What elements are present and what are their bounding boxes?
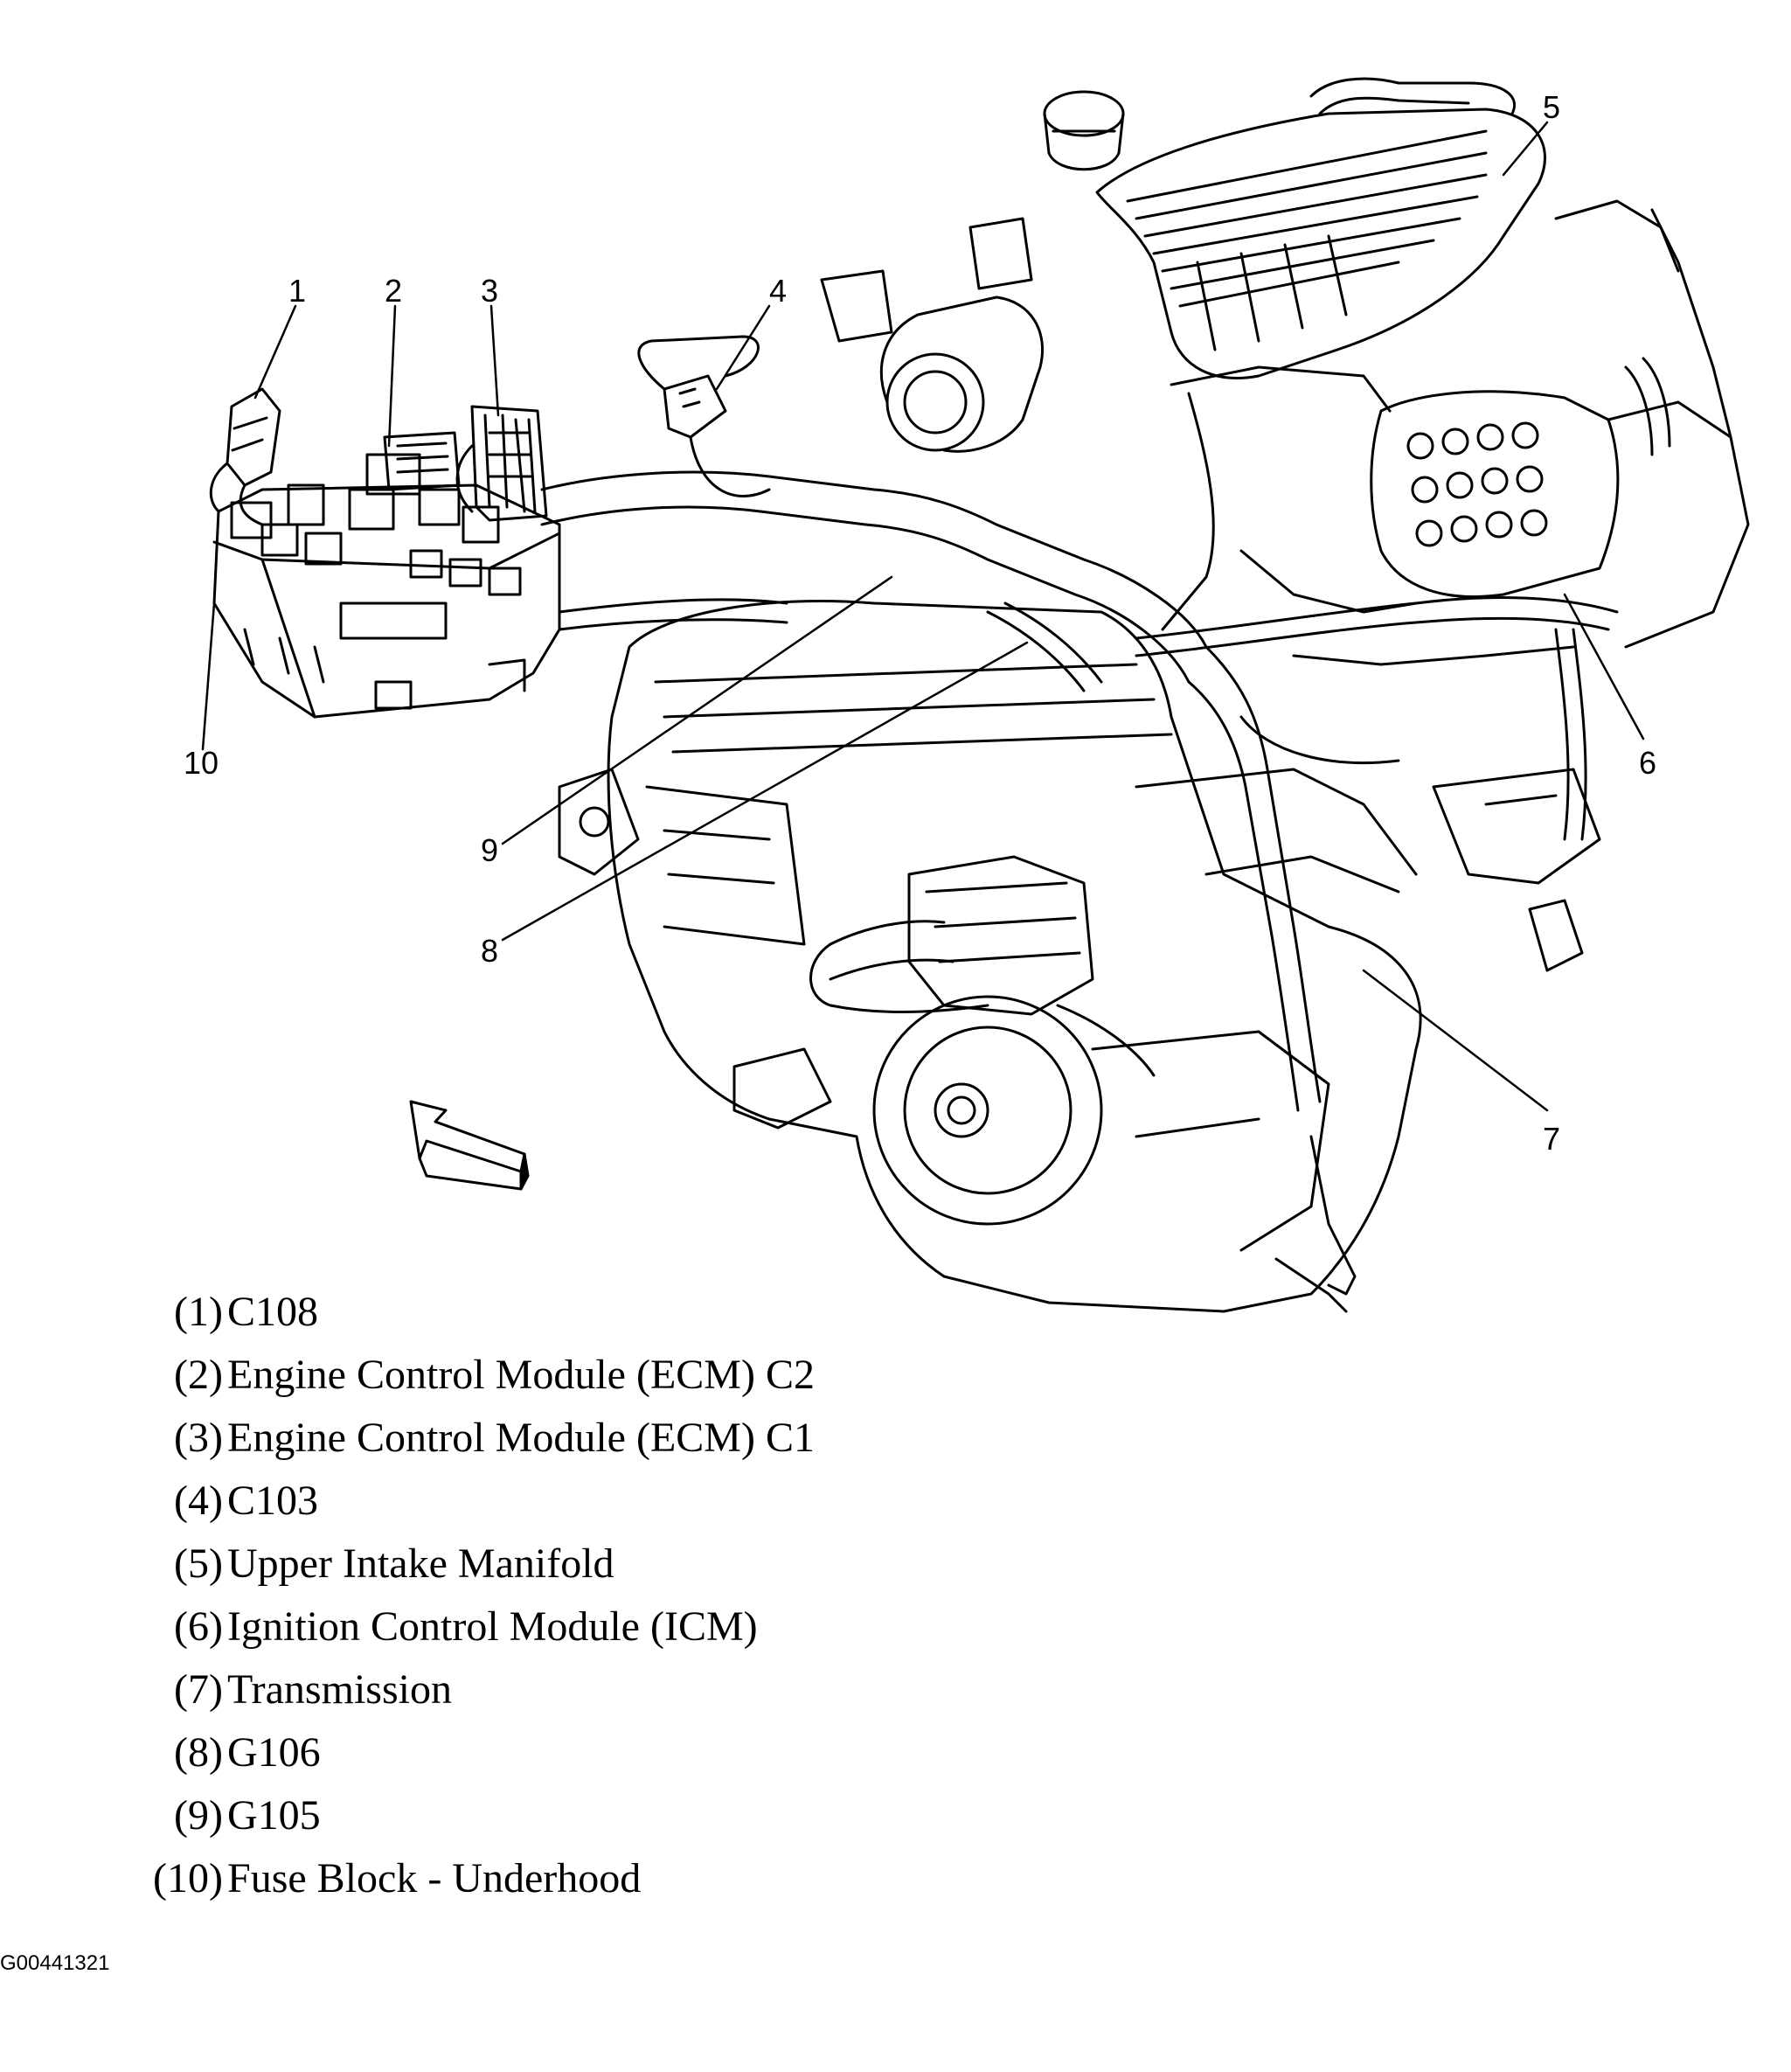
callout-9: 9: [481, 832, 498, 868]
legend-label: Fuse Block - Underhood: [227, 1855, 642, 1902]
figure-id: G00441321: [0, 1951, 110, 1975]
legend-item: (6)Ignition Control Module (ICM): [135, 1596, 815, 1658]
callout-10: 10: [184, 745, 219, 781]
legend-label: C103: [227, 1478, 319, 1524]
legend-number: (9): [174, 1792, 223, 1839]
legend-label: C108: [227, 1289, 319, 1335]
callout-8: 8: [481, 933, 498, 969]
legend-item: (10)Fuse Block - Underhood: [135, 1847, 815, 1910]
engine-assembly: [558, 77, 1750, 1313]
legend-label: Engine Control Module (ECM) C2: [227, 1352, 815, 1398]
legend-label: Engine Control Module (ECM) C1: [227, 1415, 815, 1461]
ecm-connector-c1: [455, 405, 548, 522]
legend-label: Ignition Control Module (ICM): [227, 1603, 758, 1650]
callout-3: 3: [481, 273, 498, 309]
legend-number: (4): [174, 1478, 223, 1524]
direction-arrow: [409, 1100, 530, 1191]
legend-number: (1): [174, 1289, 223, 1335]
legend-number: (8): [174, 1729, 223, 1776]
fuse-block-underhood: [212, 431, 561, 719]
legend-number: (6): [174, 1603, 223, 1650]
legend-item: (7)Transmission: [135, 1658, 815, 1721]
legend-list: (1)C108 (2)Engine Control Module (ECM) C…: [135, 1281, 815, 1910]
legend-item: (8)G106: [135, 1721, 815, 1784]
callout-4: 4: [769, 273, 787, 309]
legend-item: (1)C108: [135, 1281, 815, 1344]
legend-item: (5)Upper Intake Manifold: [135, 1533, 815, 1596]
wiring-harness: [540, 357, 1671, 1296]
callout-1: 1: [288, 273, 306, 309]
engine-compartment-diagram: 1 2 3 4 5 6 7 8 9 10: [184, 77, 1750, 1313]
legend-label: Upper Intake Manifold: [227, 1540, 614, 1587]
legend-label: Transmission: [227, 1666, 452, 1713]
legend-label: G106: [227, 1729, 321, 1776]
connector-c108: [209, 387, 281, 526]
callout-5: 5: [1543, 89, 1560, 125]
connector-c103: [637, 335, 771, 497]
callout-2: 2: [385, 273, 402, 309]
callout-leaders: [201, 121, 1645, 1112]
legend-number: (5): [174, 1540, 223, 1587]
legend-number: (3): [174, 1415, 223, 1461]
legend-item: (9)G105: [135, 1784, 815, 1847]
legend-number: (7): [174, 1666, 223, 1713]
callout-7: 7: [1543, 1121, 1560, 1157]
legend-label: G105: [227, 1792, 321, 1839]
legend-item: (2)Engine Control Module (ECM) C2: [135, 1344, 815, 1407]
legend-item: (3)Engine Control Module (ECM) C1: [135, 1407, 815, 1470]
callout-6: 6: [1639, 745, 1656, 781]
legend-number: (2): [174, 1352, 223, 1398]
legend-number: (10): [153, 1855, 223, 1902]
legend-item: (4)C103: [135, 1470, 815, 1533]
